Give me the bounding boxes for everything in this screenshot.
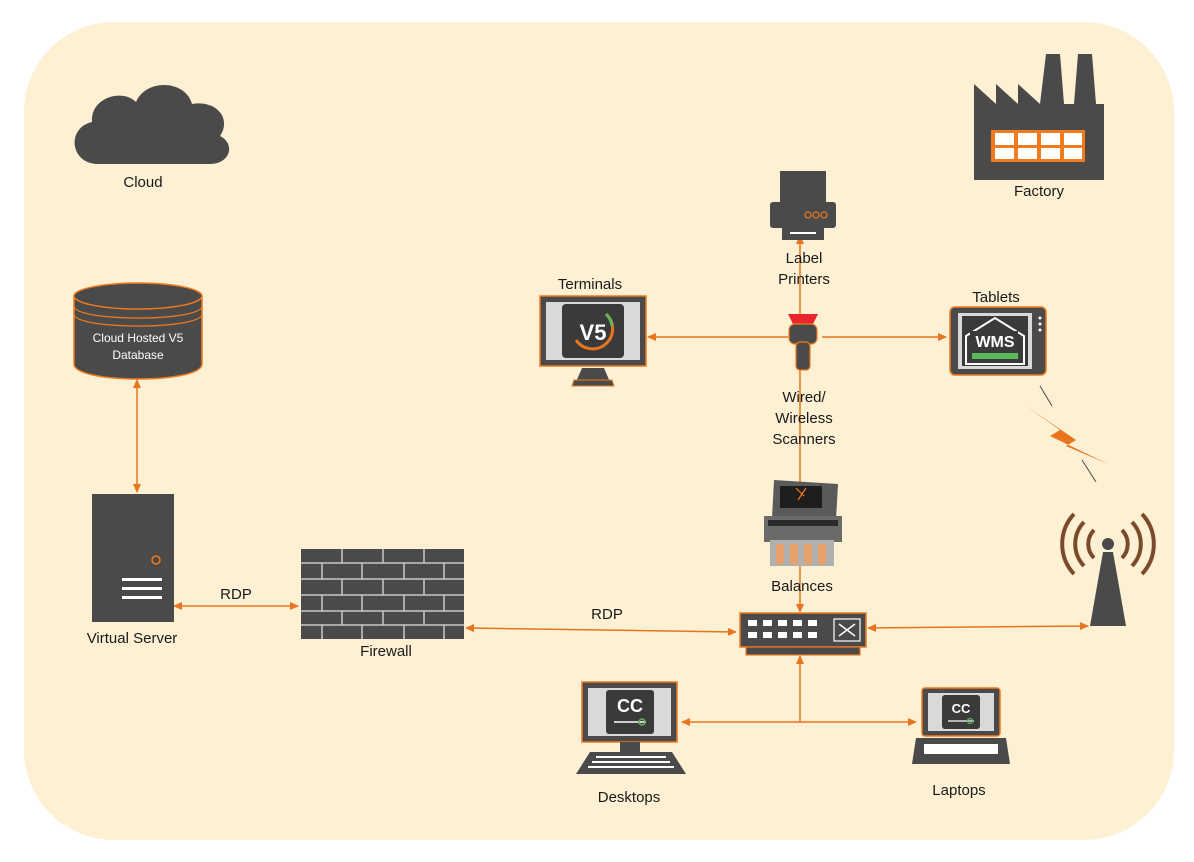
tablet-icon: WMS [949, 306, 1047, 376]
virtual-server-label: Virtual Server [86, 630, 178, 647]
balances-label: Balances [771, 578, 833, 595]
desktop-screen-text: CC [617, 696, 643, 716]
database-label: Cloud Hosted V5 Database [92, 331, 184, 362]
cloud-label: Cloud [123, 174, 163, 191]
laptop-icon: CC [912, 687, 1010, 764]
barcode-scanner-icon [788, 314, 818, 371]
connector-firewall-switch [465, 624, 737, 636]
desktop-computer-icon: CC [576, 681, 686, 774]
database-icon [73, 282, 203, 380]
factory-label: Factory [1013, 183, 1064, 200]
wireless-link-icon [1026, 385, 1108, 483]
server-icon [92, 494, 174, 622]
factory-icon [974, 54, 1104, 180]
laptop-screen-text: CC [952, 701, 971, 716]
cloud-icon [74, 84, 230, 164]
firewall-label: Firewall [360, 643, 412, 660]
network-switch-icon [739, 612, 867, 656]
wireless-antenna-icon [1060, 512, 1156, 626]
desktops-label: Desktops [597, 789, 661, 806]
scanners-label: Wired/ Wireless Scanners [772, 389, 836, 448]
tablet-screen-text: WMS [975, 334, 1014, 351]
label-printers-label: Label Printers [778, 250, 830, 288]
connector-switch-antenna [867, 622, 1089, 632]
rdp-label-server-firewall: RDP [220, 586, 252, 603]
weighing-scale-icon [764, 480, 842, 566]
terminal-screen-text: V5 [580, 320, 607, 345]
laptops-label: Laptops [932, 782, 986, 799]
monitor-icon: V5 [539, 295, 647, 387]
terminals-label: Terminals [557, 276, 623, 293]
firewall-icon [301, 549, 464, 639]
rdp-label-firewall-switch: RDP [591, 606, 623, 623]
printer-icon [770, 171, 836, 240]
tablets-label: Tablets [972, 289, 1020, 306]
